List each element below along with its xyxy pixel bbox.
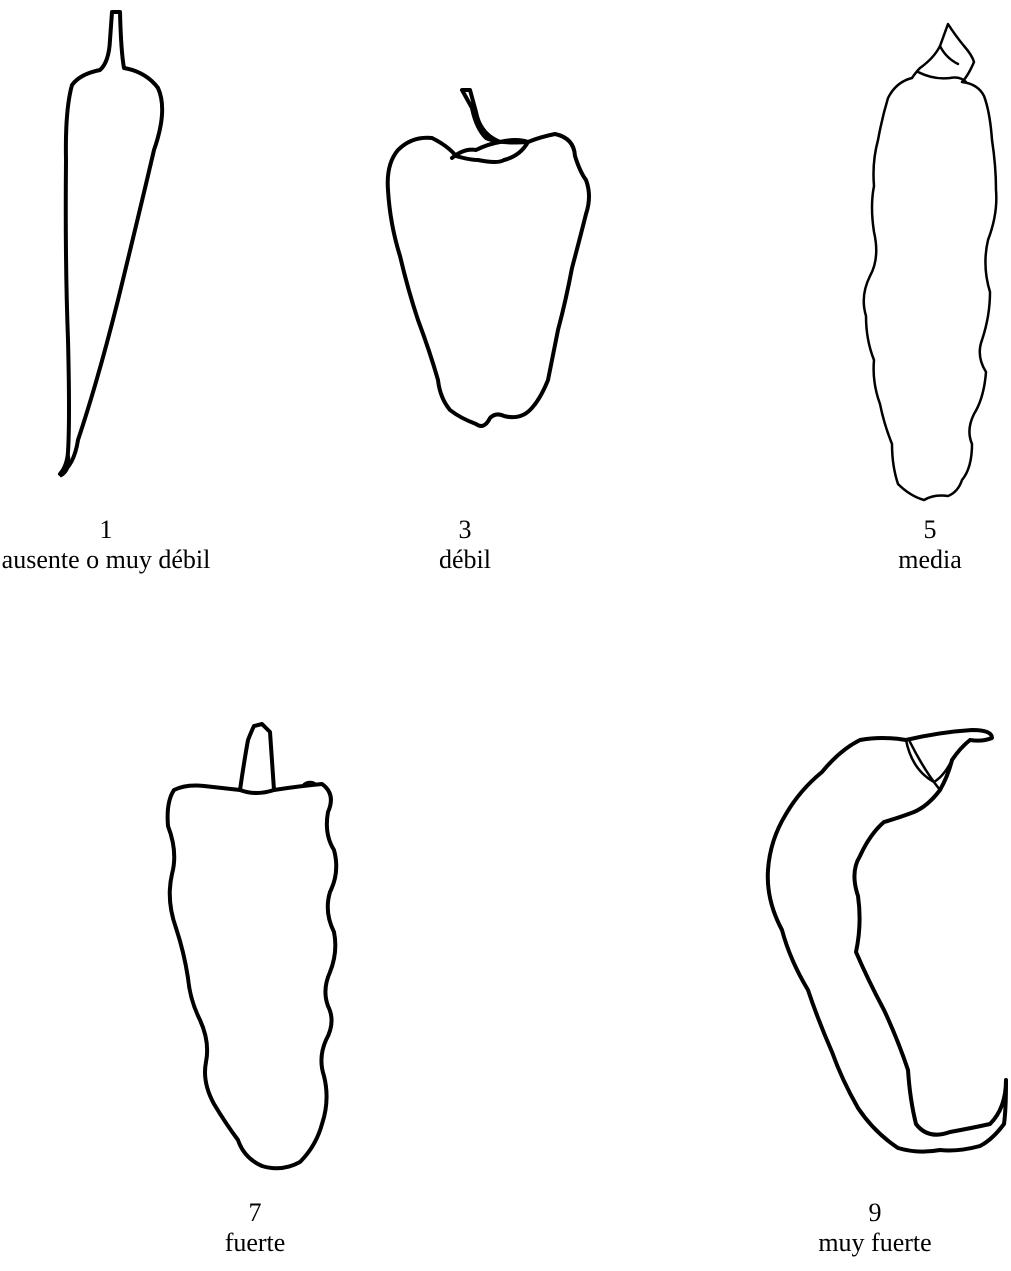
caption-pepper-1: 1 ausente o muy débil xyxy=(1,515,211,575)
caption-label: media xyxy=(860,545,1000,575)
caption-label: fuerte xyxy=(185,1228,325,1258)
caption-pepper-9: 9 muy fuerte xyxy=(800,1198,950,1258)
wrinkled-pepper-icon xyxy=(168,724,337,1168)
caption-pepper-5: 5 media xyxy=(860,515,1000,575)
bell-pepper-icon xyxy=(388,90,589,426)
slender-pepper-icon xyxy=(60,12,162,476)
caption-number: 9 xyxy=(800,1198,950,1228)
caption-number: 3 xyxy=(385,515,545,545)
caption-label: débil xyxy=(385,545,545,575)
caption-number: 5 xyxy=(860,515,1000,545)
caption-pepper-3: 3 débil xyxy=(385,515,545,575)
wavy-pepper-icon xyxy=(864,24,997,500)
curved-pepper-icon xyxy=(768,730,1006,1152)
caption-label: ausente o muy débil xyxy=(1,545,211,575)
caption-label: muy fuerte xyxy=(800,1228,950,1258)
caption-number: 1 xyxy=(1,515,211,545)
caption-pepper-7: 7 fuerte xyxy=(185,1198,325,1258)
caption-number: 7 xyxy=(185,1198,325,1228)
